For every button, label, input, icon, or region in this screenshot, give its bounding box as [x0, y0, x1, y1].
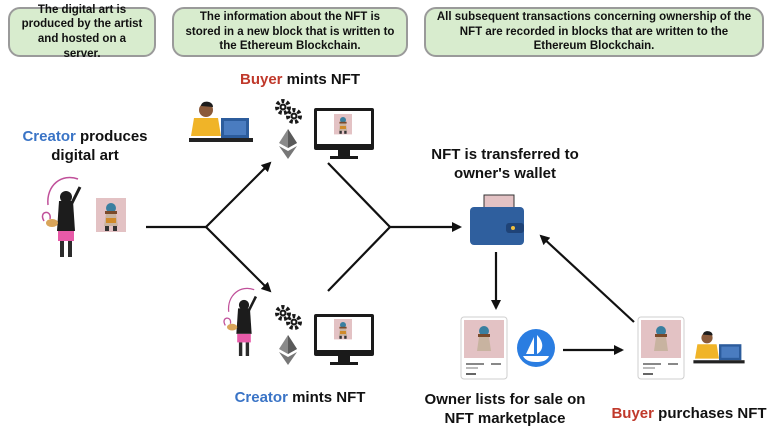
laptop-person-icon	[693, 331, 745, 364]
label-buyer-mints-rest: mints NFT	[282, 71, 361, 88]
info-box-minting-text: The information about the NFT is stored …	[185, 10, 395, 53]
label-creator-produces-role: Creator	[22, 128, 76, 145]
label-creator-mints: Creator mints NFT	[205, 389, 395, 408]
nft-card-icon	[460, 316, 508, 380]
label-owner-lists-line1: Owner lists for sale on	[424, 391, 586, 408]
label-buyer-purchases-role: Buyer	[611, 405, 654, 422]
label-buyer-mints: Buyer mints NFT	[210, 71, 390, 90]
label-buyer-purchases: Buyer purchases NFT	[610, 405, 768, 424]
arrow-to-buyer-mints	[205, 161, 272, 228]
label-creator-produces-line2: digital art	[51, 146, 119, 164]
nft-card-icon	[637, 316, 685, 380]
label-buyer-purchases-rest: purchases NFT	[654, 405, 767, 422]
info-box-artist-text: The digital art is produced by the artis…	[21, 3, 143, 60]
artist-figure-icon	[222, 287, 258, 358]
label-creator-produces-rest: produces	[75, 128, 148, 145]
label-nft-transferred-line1: NFT is transferred to	[431, 146, 579, 163]
label-owner-lists-line2: NFT marketplace	[444, 409, 566, 427]
label-creator-mints-rest: mints NFT	[287, 389, 366, 406]
label-buyer-mints-role: Buyer	[239, 71, 283, 88]
flow-arrows	[146, 161, 635, 355]
opensea-boat-icon	[517, 329, 555, 367]
label-nft-transferred-line2: owner's wallet	[454, 164, 556, 182]
label-nft-transferred: NFT is transferred to owner's wallet	[405, 146, 605, 184]
label-creator-produces: Creator produces digital art	[10, 128, 160, 166]
nft-art-icon	[96, 198, 126, 232]
ethereum-icon	[279, 335, 297, 365]
ethereum-icon	[279, 129, 297, 159]
arrow-creator-mints-merge	[327, 226, 391, 292]
gear-icon	[286, 314, 302, 330]
gear-icon	[275, 305, 291, 321]
label-creator-mints-role: Creator	[234, 389, 288, 406]
info-box-minting: The information about the NFT is stored …	[172, 7, 408, 57]
arrow-to-creator-mints	[205, 226, 272, 293]
arrow-purchase-to-wallet	[539, 234, 635, 323]
arrow-buyer-mints-merge	[327, 162, 391, 228]
info-box-artist: The digital art is produced by the artis…	[8, 4, 156, 60]
nft-art-icon	[334, 319, 352, 340]
label-owner-lists: Owner lists for sale on NFT marketplace	[405, 391, 605, 429]
nft-art-icon	[334, 114, 352, 135]
laptop-person-icon	[189, 101, 253, 142]
info-box-transactions: All subsequent transactions concerning o…	[424, 7, 764, 57]
gear-icon	[286, 108, 302, 124]
wallet-icon	[470, 194, 524, 245]
gear-icon	[275, 99, 291, 115]
artist-figure-icon	[40, 175, 82, 259]
info-box-transactions-text: All subsequent transactions concerning o…	[436, 10, 752, 53]
